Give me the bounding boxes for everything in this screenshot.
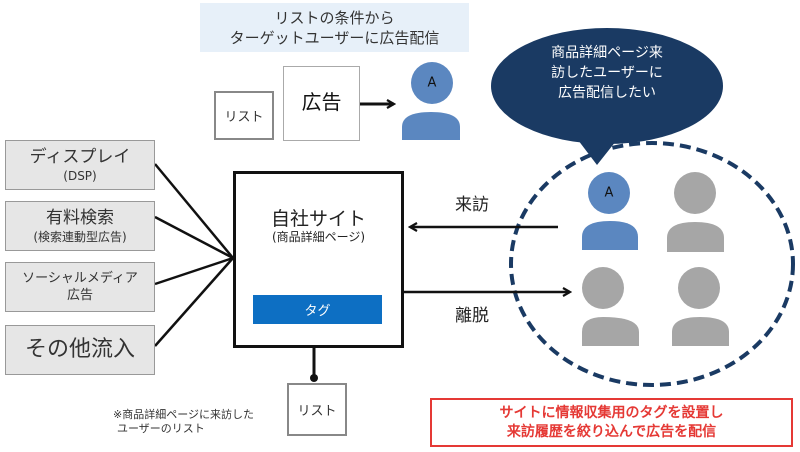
bubble-line: 広告配信したい <box>558 85 656 101</box>
caption-line: リストの条件から <box>274 8 395 27</box>
target-user-icon <box>402 62 460 140</box>
source-sub: (DSP) <box>63 169 97 183</box>
caption-box: リストの条件から ターゲットユーザーに広告配信 <box>200 3 469 52</box>
source-main: ソーシャルメディア <box>22 271 138 286</box>
pool-user-a-icon <box>582 172 638 250</box>
source-connectors <box>154 163 234 347</box>
list-label: リスト <box>224 110 264 125</box>
site-subtitle: (商品詳細ページ) <box>271 230 366 244</box>
caption-line: ターゲットユーザーに広告配信 <box>229 28 440 47</box>
site-title: 自社サイト <box>270 208 366 230</box>
target-user-letter: A <box>427 75 437 91</box>
source-display: ディスプレイ (DSP) <box>5 140 155 190</box>
list-note: ※商品詳細ページに来訪した ユーザーのリスト <box>113 408 254 436</box>
user-pool-circle <box>509 141 795 387</box>
source-main: その他流入 <box>24 337 135 362</box>
list-label: リスト <box>297 404 337 419</box>
visit-label: 来訪 <box>455 195 489 215</box>
tag-label: タグ <box>304 304 331 319</box>
summary-line: 来訪履歴を絞り込んで広告を配信 <box>506 423 717 440</box>
note-line: ユーザーのリスト <box>117 422 205 435</box>
source-main: ディスプレイ <box>29 147 131 167</box>
bubble-line: 商品詳細ページ来 <box>551 45 663 61</box>
pool-user-icon <box>667 172 724 252</box>
summary-box: サイトに情報収集用のタグを設置し 来訪履歴を絞り込んで広告を配信 <box>430 398 793 447</box>
tag-bar: タグ <box>253 295 382 324</box>
pool-user-letter: A <box>604 185 614 201</box>
top-list-box: リスト <box>214 91 274 140</box>
bottom-list-box: リスト <box>287 383 347 436</box>
pool-user-icon <box>672 267 729 346</box>
source-sub: (検索連動型広告) <box>33 230 127 244</box>
source-paid-search: 有料検索 (検索連動型広告) <box>5 201 155 251</box>
leave-label: 離脱 <box>455 306 489 326</box>
source-sub: 広告 <box>66 288 93 303</box>
bubble-line: 訪したユーザーに <box>551 65 663 81</box>
note-line: ※商品詳細ページに来訪した <box>113 408 254 421</box>
source-other: その他流入 <box>5 325 155 375</box>
pool-user-icon <box>582 267 639 346</box>
speech-bubble-text: 商品詳細ページ来 訪したユーザーに 広告配信したい <box>512 43 702 103</box>
source-social: ソーシャルメディア 広告 <box>5 262 155 312</box>
ad-box: 広告 <box>283 66 360 141</box>
source-main: 有料検索 <box>46 208 114 228</box>
ad-label: 広告 <box>301 90 342 114</box>
summary-line: サイトに情報収集用のタグを設置し <box>499 404 724 421</box>
